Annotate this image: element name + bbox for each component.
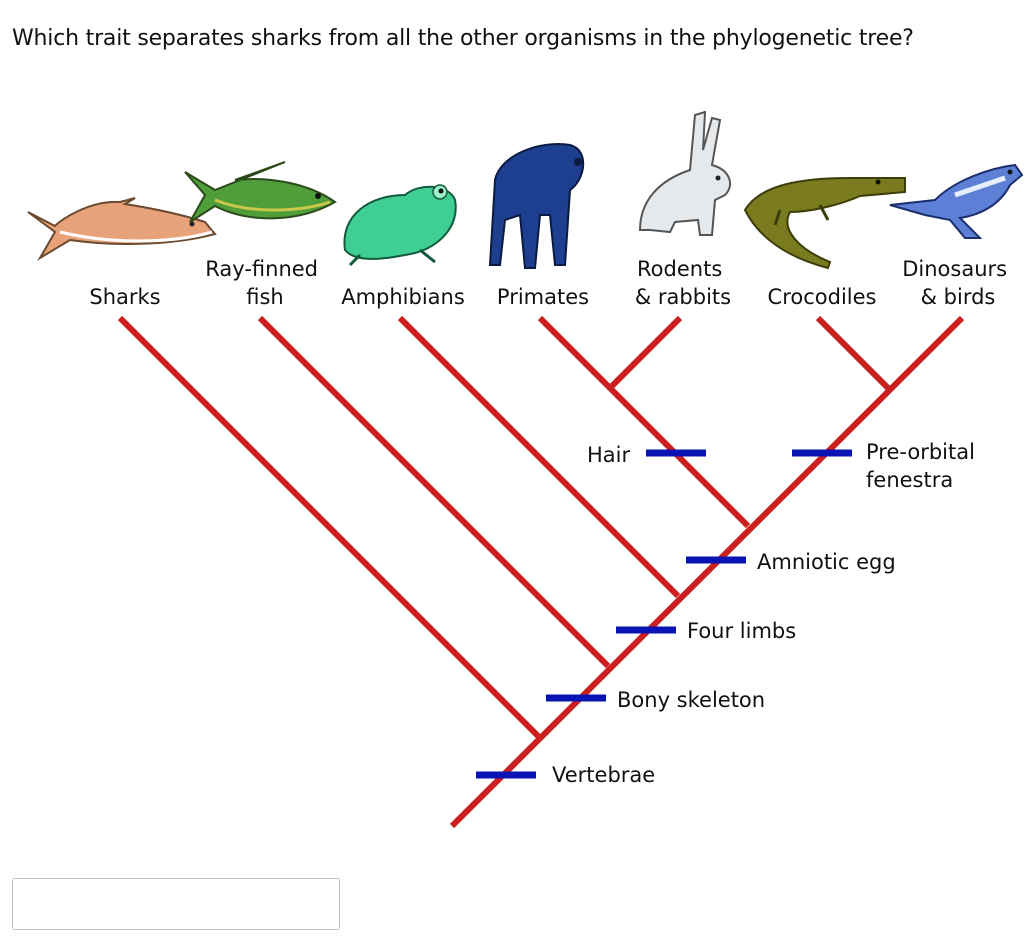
branch-rodents: [607, 315, 683, 391]
taxon-ray-finned-fish: Ray-finned fish: [205, 257, 324, 309]
fish-image: [184, 161, 337, 223]
taxon-dinosaurs-birds: Dinosaurs & birds: [902, 257, 1014, 309]
crocodile-image: [743, 177, 906, 270]
trait-vertebrae: Vertebrae: [552, 763, 655, 787]
trait-amniotic-egg: Amniotic egg: [757, 550, 896, 574]
taxon-crocodiles: Crocodiles: [768, 285, 877, 309]
taxon-amphibians: Amphibians: [341, 285, 465, 309]
branch-amphibians: [397, 315, 681, 599]
branch-sharks: [117, 315, 543, 741]
frog-image: [343, 184, 457, 267]
answer-input[interactable]: [13, 879, 339, 929]
trait-preorbital-fenestra: Pre-orbital fenestra: [866, 440, 982, 492]
question-text: Which trait separates sharks from all th…: [12, 26, 914, 51]
answer-field[interactable]: [12, 878, 340, 930]
trait-hair: Hair: [587, 443, 630, 467]
branch-trunk: [449, 315, 965, 829]
branch-crocodiles: [815, 315, 891, 391]
trait-four-limbs: Four limbs: [687, 619, 796, 643]
trait-markers: [476, 449, 852, 779]
rabbit-image: [638, 110, 732, 236]
tree-branches: [117, 315, 965, 829]
phylogenetic-tree: Sharks Ray-finned fish Amphibians Primat…: [27, 110, 1024, 829]
taxon-rodents-rabbits: Rodents & rabbits: [635, 257, 731, 309]
taxon-sharks: Sharks: [89, 285, 160, 309]
shark-image: [27, 197, 217, 261]
trait-bony-skeleton: Bony skeleton: [617, 688, 765, 712]
gorilla-image: [488, 143, 585, 269]
branch-fish: [257, 315, 611, 669]
taxon-primates: Primates: [497, 285, 589, 309]
bird-image: [889, 163, 1024, 239]
branch-mammals: [537, 315, 751, 529]
